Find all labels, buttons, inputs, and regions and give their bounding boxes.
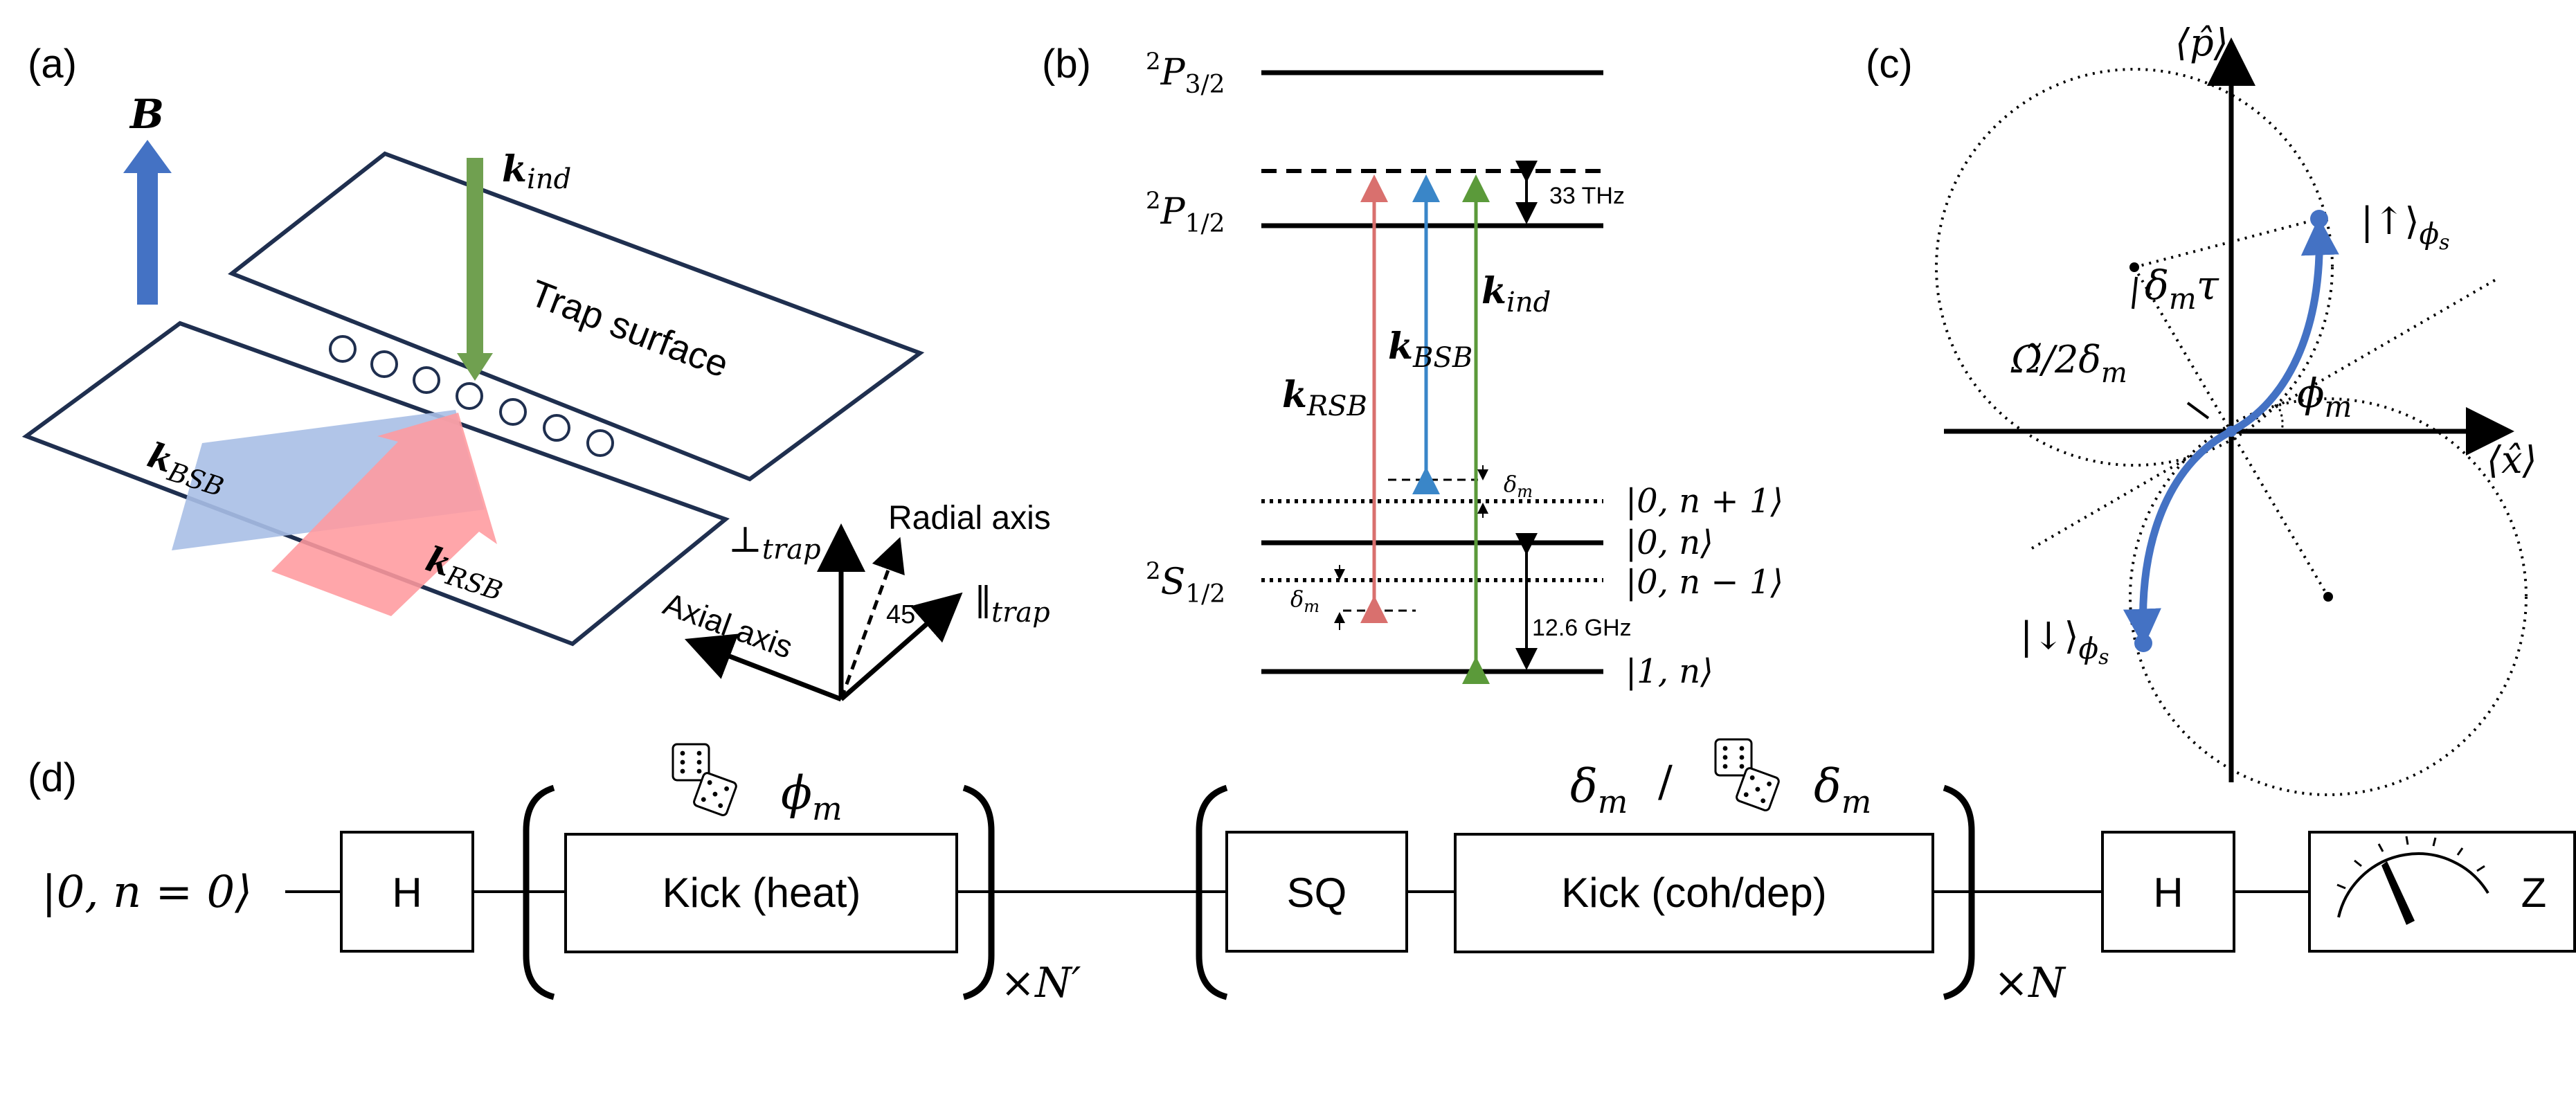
hadamard-1-label: H [392,870,422,916]
ion [499,398,527,426]
ion-chain [329,335,614,457]
trap-surface-plane [228,151,925,482]
k-ind-beam [467,158,483,357]
perp-trap-label: ⊥trap [728,519,821,566]
kick-coh-label: Kick (coh/dep) [1561,870,1827,916]
down-state-dot [2134,634,2152,652]
kick-heat-gate [564,833,958,953]
ion [543,414,570,442]
phi-m-d-label: ϕm [781,766,843,827]
state-n-minus-label: |0, n − 1⟩ [1625,563,1783,602]
thz-label: 33 THz [1549,183,1625,209]
panel-a: (a) B kind Trap surface kBSB kR [21,42,1051,702]
dice-icon-2 [1714,738,1780,811]
axis-diagram [684,523,963,702]
phi-m-c-label: ϕm [2297,370,2352,424]
ghz-label: 12.6 GHz [1532,615,1632,641]
down-trajectory [2123,428,2233,647]
omega-label: Ω̃/2δm [2010,338,2127,389]
meter-icon [2336,836,2489,925]
s12-label: 2S1/2 [1146,557,1225,609]
hadamard-2-label: H [2153,870,2183,916]
b-field-label: B [129,91,164,138]
bracket-right-1 [962,784,995,1000]
hadamard-gate-1 [340,831,474,953]
bracket-left-2 [1196,784,1228,1000]
up-trajectory [2229,217,2339,435]
ion [586,429,614,457]
parallel-trap-label: ∥trap [975,582,1050,629]
squeeze-gate [1225,831,1408,953]
k-bsb-b-label: kBSB [1388,325,1472,374]
panel-b-label: (b) [1042,42,1091,87]
bracket-right-2 [1943,784,1975,1000]
k-ind-b-label: kind [1481,270,1551,318]
delta-m-d2-label: δm [1814,759,1871,820]
panel-b: (b) 2P3/2 2P1/2 2S1/2 33 THz 12.6 GHz δm… [1042,42,1783,691]
squeeze-label: SQ [1287,870,1347,916]
hadamard-gate-2 [2101,831,2235,953]
up-state-dot [2310,210,2328,228]
panel-a-label: (a) [28,42,77,87]
panel-d-label: (d) [28,755,77,800]
ion [413,366,440,394]
p32-label: 2P3/2 [1146,48,1225,99]
measurement-gate [2308,831,2576,953]
ion [370,350,398,378]
initial-state-label: |0, n = 0⟩ [42,867,252,918]
k-rsb-label: kRSB [420,538,511,606]
state-1n-label: |1, n⟩ [1625,652,1713,691]
delta-m-d1-label: δm [1570,759,1628,820]
down-state-label: |↓⟩ϕs [2020,614,2109,669]
z-label: Z [2521,870,2547,916]
panel-d: (d) |0, n = 0⟩ H Kick (heat) ϕm ×N′ [28,738,2576,1007]
state-n-label: |0, n⟩ [1625,523,1713,562]
kick-coh-gate [1454,833,1934,953]
slash-label: / [1658,756,1673,807]
dice-icon [672,743,737,816]
panel-c: (c) ⟨p̂⟩ ⟨x̂⟩ |↑⟩ϕs |↓⟩ϕs δmτ Ω̃/2δm ϕm [1866,21,2537,796]
upper-circle [1935,68,2334,467]
bracket-left-1 [523,784,555,1000]
lower-plane [21,321,730,647]
delta-m-upper: δm [1504,471,1533,501]
state-n-plus-label: |0, n + 1⟩ [1625,482,1783,521]
rsb-beam [271,413,497,616]
radial-axis-label: Radial axis [888,500,1051,537]
p12-label: 2P1/2 [1146,187,1225,238]
repeat-n-prime-label: ×N′ [1000,959,1081,1007]
b-field-arrow [123,140,172,305]
trap-surface-label: Trap surface [525,272,735,386]
up-state-label: |↑⟩ϕs [2361,199,2450,255]
p-axis-label: ⟨p̂⟩ [2175,21,2228,64]
ion [329,335,357,363]
delta-tau-label: δmτ [2145,262,2219,316]
lower-circle [2129,397,2528,796]
angle-label: 45° [886,600,926,629]
delta-m-lower: δm [1290,586,1319,616]
k-rsb-b-label: kRSB [1282,374,1367,422]
kick-heat-label: Kick (heat) [663,870,861,916]
x-axis-label: ⟨x̂⟩ [2487,438,2537,482]
k-ind-label: kind [502,148,571,195]
repeat-n-label: ×N [1994,959,2066,1007]
ion [456,382,483,410]
panel-c-label: (c) [1866,42,1913,87]
